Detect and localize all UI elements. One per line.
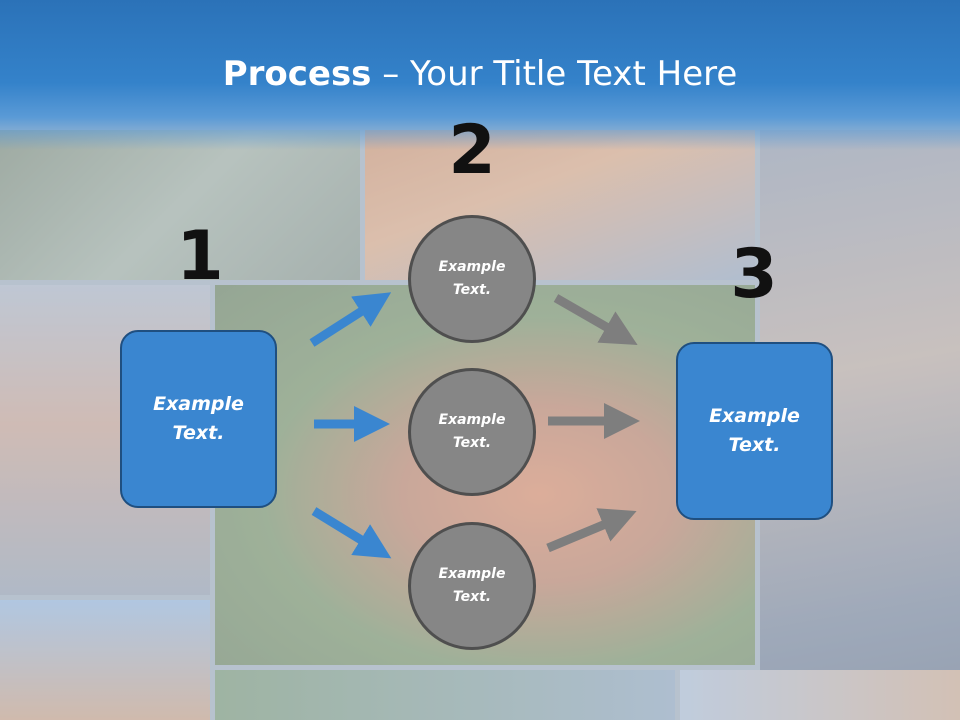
- title-band: [0, 0, 960, 150]
- step-1-line2: Text.: [172, 422, 225, 444]
- circle-bottom-line2: Text.: [452, 589, 492, 605]
- circle-middle-line2: Text.: [452, 435, 492, 451]
- step-number-3: 3: [730, 235, 778, 314]
- gray-arrow-down: [553, 294, 638, 345]
- step-number-1: 1: [176, 217, 224, 296]
- gray-arrow-up: [546, 508, 637, 553]
- step-1-line1: Example: [153, 393, 244, 415]
- circle-top-line2: Text.: [452, 282, 492, 298]
- step-3-line2: Text.: [728, 434, 781, 456]
- circle-bottom-line1: Example: [438, 566, 506, 582]
- blue-arrow-up: [309, 292, 392, 347]
- circle-top-line1: Example: [438, 259, 506, 275]
- slide-title: Process – Your Title Text Here: [0, 52, 960, 96]
- step-3-line1: Example: [709, 405, 800, 427]
- circle-middle-line1: Example: [438, 412, 506, 428]
- step-number-2: 2: [448, 111, 496, 190]
- title-bold: Process: [222, 54, 372, 94]
- title-rest: – Your Title Text Here: [371, 54, 738, 94]
- blue-arrow-down: [311, 507, 392, 559]
